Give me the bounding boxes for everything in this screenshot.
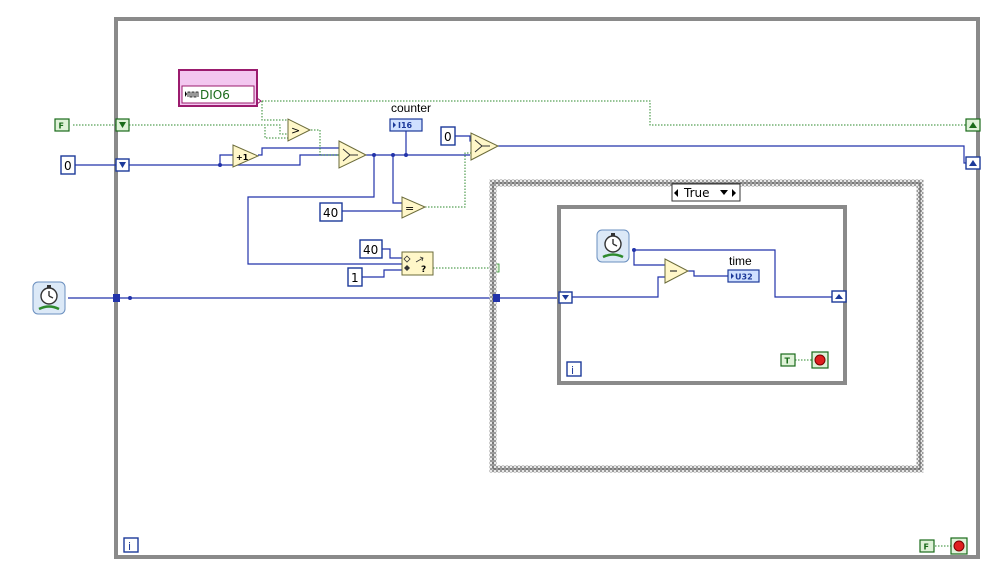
case-selector[interactable]: True	[671, 183, 741, 202]
outer-while-loop	[114, 17, 980, 559]
time-indicator[interactable]: U32	[727, 269, 760, 283]
svg-text:>: >	[291, 124, 300, 137]
equal-node[interactable]: =	[401, 196, 427, 219]
chevron-down-icon	[720, 190, 728, 195]
in-range-icon: ?	[403, 255, 426, 275]
false-constant-left[interactable]: F	[54, 118, 70, 132]
select-icon	[474, 139, 490, 153]
shift-register-right-num[interactable]	[965, 156, 981, 170]
tick-count-icon[interactable]	[595, 228, 631, 264]
chevron-right-icon	[732, 189, 736, 197]
svg-text:i: i	[571, 364, 574, 377]
forty-constant-range[interactable]: 40	[359, 239, 383, 259]
increment-node[interactable]: +1	[232, 144, 260, 168]
svg-text:T: T	[785, 357, 791, 366]
subtract-node[interactable]	[664, 258, 690, 284]
case-structure	[489, 179, 924, 473]
zero-constant-top[interactable]: 0	[440, 126, 456, 146]
shift-register-left-num[interactable]	[115, 158, 130, 172]
svg-text:i: i	[128, 540, 131, 553]
forty-constant-equal[interactable]: 40	[319, 202, 343, 222]
svg-text:F: F	[59, 122, 64, 131]
svg-text:=: =	[405, 202, 414, 215]
true-constant-inner[interactable]: T	[780, 353, 796, 367]
svg-text:1: 1	[351, 271, 359, 285]
stop-icon[interactable]	[950, 537, 968, 555]
svg-text:F: F	[924, 543, 929, 552]
dio6-terminal[interactable]: DIO6	[178, 69, 262, 107]
wire-junctions	[128, 153, 636, 300]
greater-node[interactable]: >	[287, 118, 312, 142]
iteration-terminal-inner: i	[566, 361, 582, 377]
tunnel-case-tick	[493, 294, 500, 302]
dio-waveform-icon	[187, 91, 199, 98]
svg-text:40: 40	[363, 243, 378, 257]
svg-text:time: time	[729, 254, 752, 268]
counter-label: counter	[391, 101, 431, 115]
tunnel-outer-tick	[113, 294, 120, 302]
chevron-left-icon	[674, 189, 678, 197]
time-label: time	[729, 254, 752, 268]
zero-constant-left[interactable]: 0	[60, 155, 76, 175]
select-icon	[342, 148, 358, 162]
svg-text:+1: +1	[236, 153, 249, 162]
tick-count-icon[interactable]	[31, 280, 67, 316]
svg-text:0: 0	[444, 130, 452, 144]
svg-text:DIO6: DIO6	[200, 88, 230, 102]
inner-loop-shift-right	[831, 290, 847, 303]
select-node-top[interactable]	[470, 132, 500, 161]
iteration-terminal-outer: i	[123, 537, 139, 553]
svg-text:True: True	[683, 186, 710, 200]
svg-text:counter: counter	[391, 101, 431, 115]
inner-loop-tunnel-left	[558, 291, 573, 304]
in-range-node[interactable]: ?	[401, 251, 434, 276]
counter-indicator[interactable]: I16	[389, 118, 423, 132]
svg-text:?: ?	[421, 265, 426, 275]
false-constant-bottom[interactable]: F	[919, 539, 935, 553]
stop-icon[interactable]	[811, 351, 829, 369]
wires	[68, 100, 967, 547]
svg-text:0: 0	[64, 159, 72, 173]
select-node-middle[interactable]	[338, 140, 368, 169]
svg-text:I16: I16	[398, 121, 413, 130]
svg-text:40: 40	[323, 206, 338, 220]
one-constant-range[interactable]: 1	[347, 267, 363, 287]
shift-register-right-bool[interactable]	[965, 118, 981, 132]
shift-register-left-bool[interactable]	[115, 118, 130, 132]
svg-text:U32: U32	[735, 273, 753, 282]
